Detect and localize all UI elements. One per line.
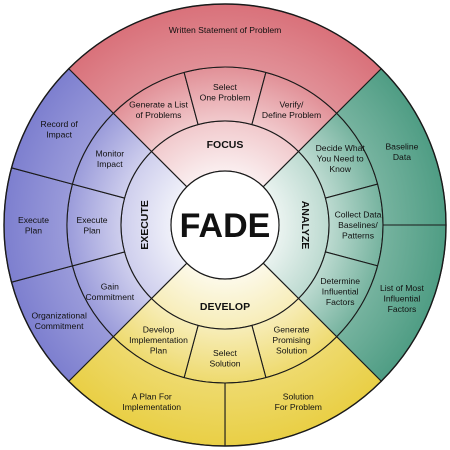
analyze-title: ANALYZE [299,201,311,250]
focus-title: FOCUS [207,139,244,151]
center-hub: FADE [170,170,280,280]
develop-title: DEVELOP [200,301,250,313]
center-label: FADE [180,207,271,245]
execute-title: EXECUTE [139,200,151,250]
focus-outer-label: Written Statement of Problem [169,25,282,35]
center-circle [170,170,280,280]
outer-rim [3,3,447,447]
wheel-rings [3,3,447,447]
focus-inner-label: Verify/Define Problem [262,100,321,121]
